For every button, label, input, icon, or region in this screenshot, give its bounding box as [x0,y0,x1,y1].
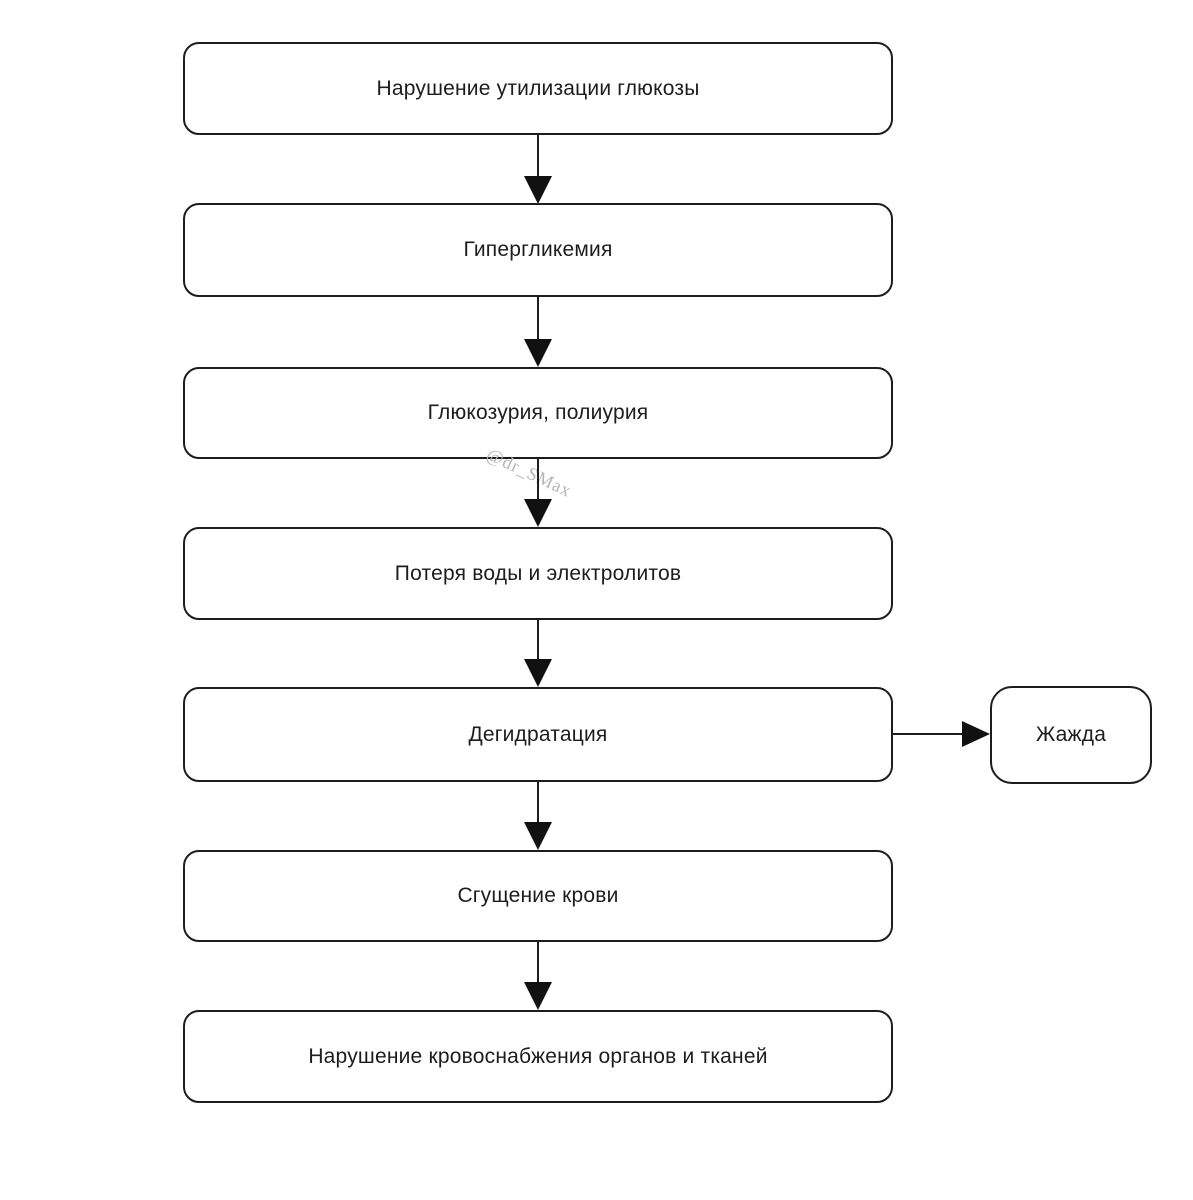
arrow-down-icon [524,822,552,850]
node-label: Сгущение крови [457,884,619,907]
node-label: Нарушение кровоснабжения органов и ткане… [308,1044,768,1068]
node-label: Дегидратация [468,722,608,746]
node-label: Гипергликемия [463,238,613,261]
arrow-line-3 [537,459,539,500]
node-thirst: Жажда [990,686,1152,784]
node-blood-thickening: Сгущение крови [183,850,893,942]
node-label: Жажда [1035,723,1107,746]
arrow-line-branch [893,733,962,735]
arrow-down-icon [524,339,552,367]
arrow-down-icon [524,499,552,527]
arrow-line-2 [537,297,539,340]
node-water-electrolyte-loss: Потеря воды и электролитов [183,527,893,620]
arrow-line-6 [537,942,539,983]
arrow-line-5 [537,782,539,823]
node-hyperglycemia: Гипергликемия [183,203,893,297]
arrow-down-icon [524,659,552,687]
arrow-down-icon [524,176,552,204]
arrow-line-1 [537,135,539,177]
arrow-right-icon [962,721,990,747]
arrow-down-icon [524,982,552,1010]
node-label: Потеря воды и электролитов [394,561,682,585]
node-organ-tissue-blood-supply-disorder: Нарушение кровоснабжения органов и ткане… [183,1010,893,1103]
node-dehydration: Дегидратация [183,687,893,782]
node-glucose-utilization-disorder: Нарушение утилизации глюкозы [183,42,893,135]
node-glucosuria-polyuria: Глюкозурия, полиурия [183,367,893,459]
arrow-line-4 [537,620,539,660]
node-label: Глюкозурия, полиурия [427,401,649,424]
node-label: Нарушение утилизации глюкозы [376,76,700,100]
